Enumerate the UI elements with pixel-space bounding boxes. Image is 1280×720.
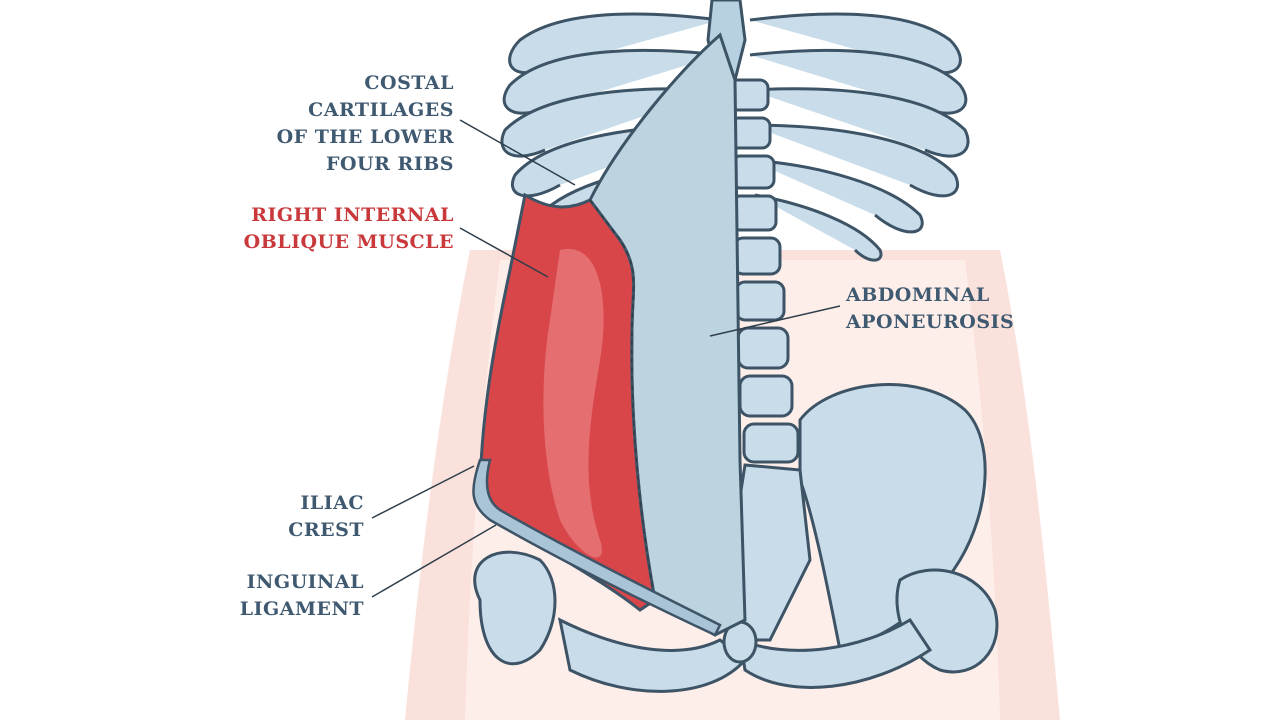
spine-icon <box>726 78 800 464</box>
iliac-crest-band <box>472 458 722 637</box>
label-right-internal-oblique: RIGHT INTERNAL OBLIQUE MUSCLE <box>243 204 454 253</box>
label-costal-cartilages: COSTAL CARTILAGES OF THE LOWER FOUR RIBS <box>276 72 454 175</box>
boundary-dashed-line <box>589 199 656 601</box>
label-iliac-crest: ILIAC CREST <box>288 492 364 541</box>
pelvis-icon <box>473 383 999 693</box>
label-inguinal-ligament: INGUINAL LIGAMENT <box>239 571 364 620</box>
label-abdominal-aponeurosis: ABDOMINAL APONEUROSIS <box>846 284 1015 333</box>
muscle-highlight <box>543 248 604 558</box>
leader-lines <box>371 119 841 598</box>
